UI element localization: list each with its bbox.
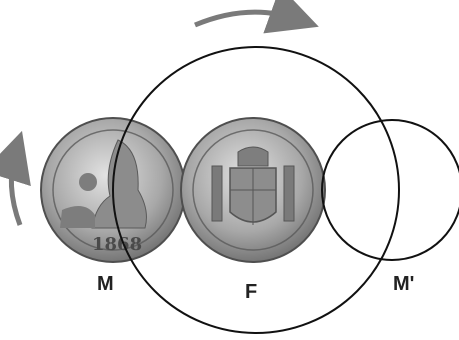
curved-arrow-right-icon — [195, 12, 300, 25]
label-m-prime: M' — [393, 273, 414, 295]
curved-arrow-up-icon — [11, 150, 20, 225]
label-f: F — [245, 281, 257, 303]
coin-year: 1868 — [92, 234, 142, 255]
coin-fixed — [181, 118, 325, 262]
label-m: M — [97, 273, 114, 295]
